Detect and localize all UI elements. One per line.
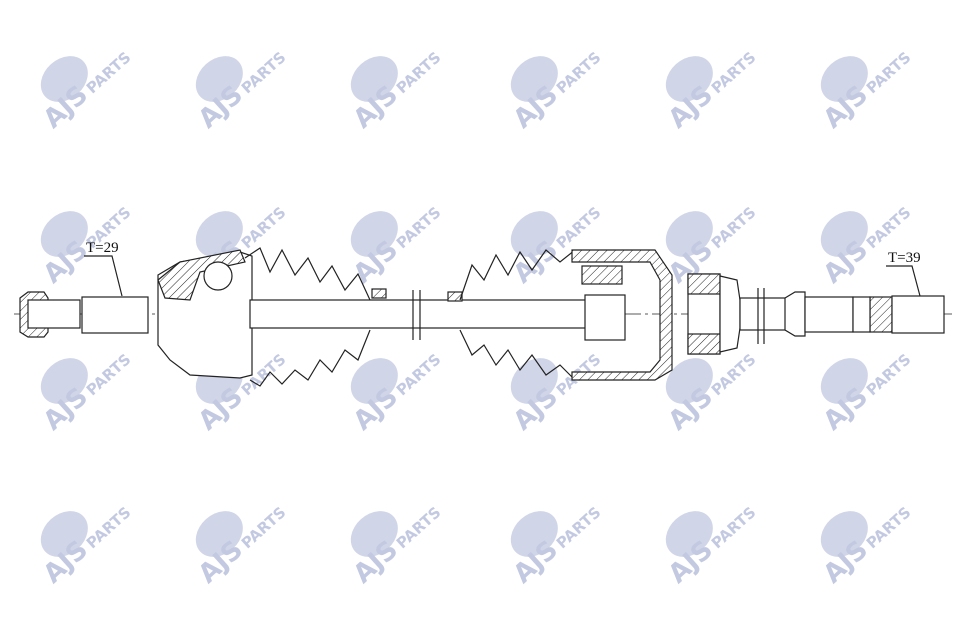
ajs-parts-watermark: AJSPARTS	[193, 42, 292, 135]
tripod-housing	[571, 249, 673, 381]
inner-boot-top	[459, 249, 576, 301]
watermark-logo-shape	[350, 358, 398, 404]
right-spline	[891, 295, 945, 334]
watermark-logo-shape	[195, 56, 243, 102]
ajs-parts-watermark: AJSPARTS	[508, 42, 607, 135]
watermark-logo-shape	[820, 211, 868, 257]
ajs-parts-watermark: AJSPARTS	[818, 344, 917, 437]
tripod-spider	[584, 294, 626, 341]
watermark-logo-shape	[820, 511, 868, 557]
right-shaft	[804, 296, 854, 333]
watermark-logo-shape	[510, 56, 558, 102]
seal-groove	[869, 296, 893, 333]
watermark-logo-shape	[510, 211, 558, 257]
watermark-logo-shape	[40, 211, 88, 257]
ajs-parts-watermark: AJSPARTS	[663, 42, 762, 135]
watermark-logo-shape	[350, 511, 398, 557]
ajs-parts-watermark: AJSPARTS	[38, 42, 137, 135]
watermark-logo-shape	[820, 358, 868, 404]
watermark-logo-shape	[350, 211, 398, 257]
watermark-logo-shape	[40, 358, 88, 404]
ajs-parts-watermark: AJSPARTS	[38, 497, 137, 590]
ajs-parts-watermark: AJSPARTS	[663, 497, 762, 590]
ajs-parts-watermark: AJSPARTS	[38, 344, 137, 437]
watermark-logo-shape	[665, 358, 713, 404]
ajs-parts-watermark: AJSPARTS	[818, 42, 917, 135]
left-spline-leader	[84, 255, 123, 297]
watermark-logo-shape	[510, 511, 558, 557]
cv-ball	[203, 261, 233, 291]
watermark-logo-shape	[510, 358, 558, 404]
watermark-logo-shape	[40, 56, 88, 102]
watermark-logo-shape	[820, 56, 868, 102]
boot-clamp	[371, 288, 387, 299]
inner-boot-bottom	[459, 329, 576, 381]
watermark-logo-shape	[350, 56, 398, 102]
ajs-parts-watermark: AJSPARTS	[193, 497, 292, 590]
main-shaft	[249, 299, 596, 329]
watermark-logo-shape	[195, 511, 243, 557]
ajs-parts-watermark: AJSPARTS	[38, 197, 137, 290]
outer-boot-top	[244, 247, 371, 301]
drive-shaft: T=29 T=39	[14, 240, 952, 387]
right-spline-leader	[886, 265, 921, 297]
left-spline	[81, 296, 149, 334]
watermark-logo-shape	[40, 511, 88, 557]
ajs-parts-watermark: AJSPARTS	[348, 197, 447, 290]
watermark-logo-shape	[665, 56, 713, 102]
watermark-logo-shape	[195, 211, 243, 257]
ajs-parts-watermark: AJSPARTS	[818, 497, 917, 590]
ajs-parts-watermark: AJSPARTS	[508, 497, 607, 590]
right-spline-label: T=39	[888, 250, 921, 266]
watermark-logo-shape	[665, 511, 713, 557]
bearing-collar	[719, 275, 741, 353]
ajs-parts-watermark: AJSPARTS	[348, 344, 447, 437]
watermark-logo-shape	[665, 211, 713, 257]
left-spline-label: T=29	[86, 240, 119, 256]
boot-clamp-inner	[447, 291, 463, 302]
outer-boot-bottom	[249, 329, 371, 387]
tripod-roller	[581, 265, 623, 285]
ajs-parts-watermark: AJSPARTS	[348, 497, 447, 590]
stub-shaft	[27, 299, 81, 329]
ajs-parts-watermark: AJSPARTS	[818, 197, 917, 290]
ajs-parts-watermark: AJSPARTS	[348, 42, 447, 135]
